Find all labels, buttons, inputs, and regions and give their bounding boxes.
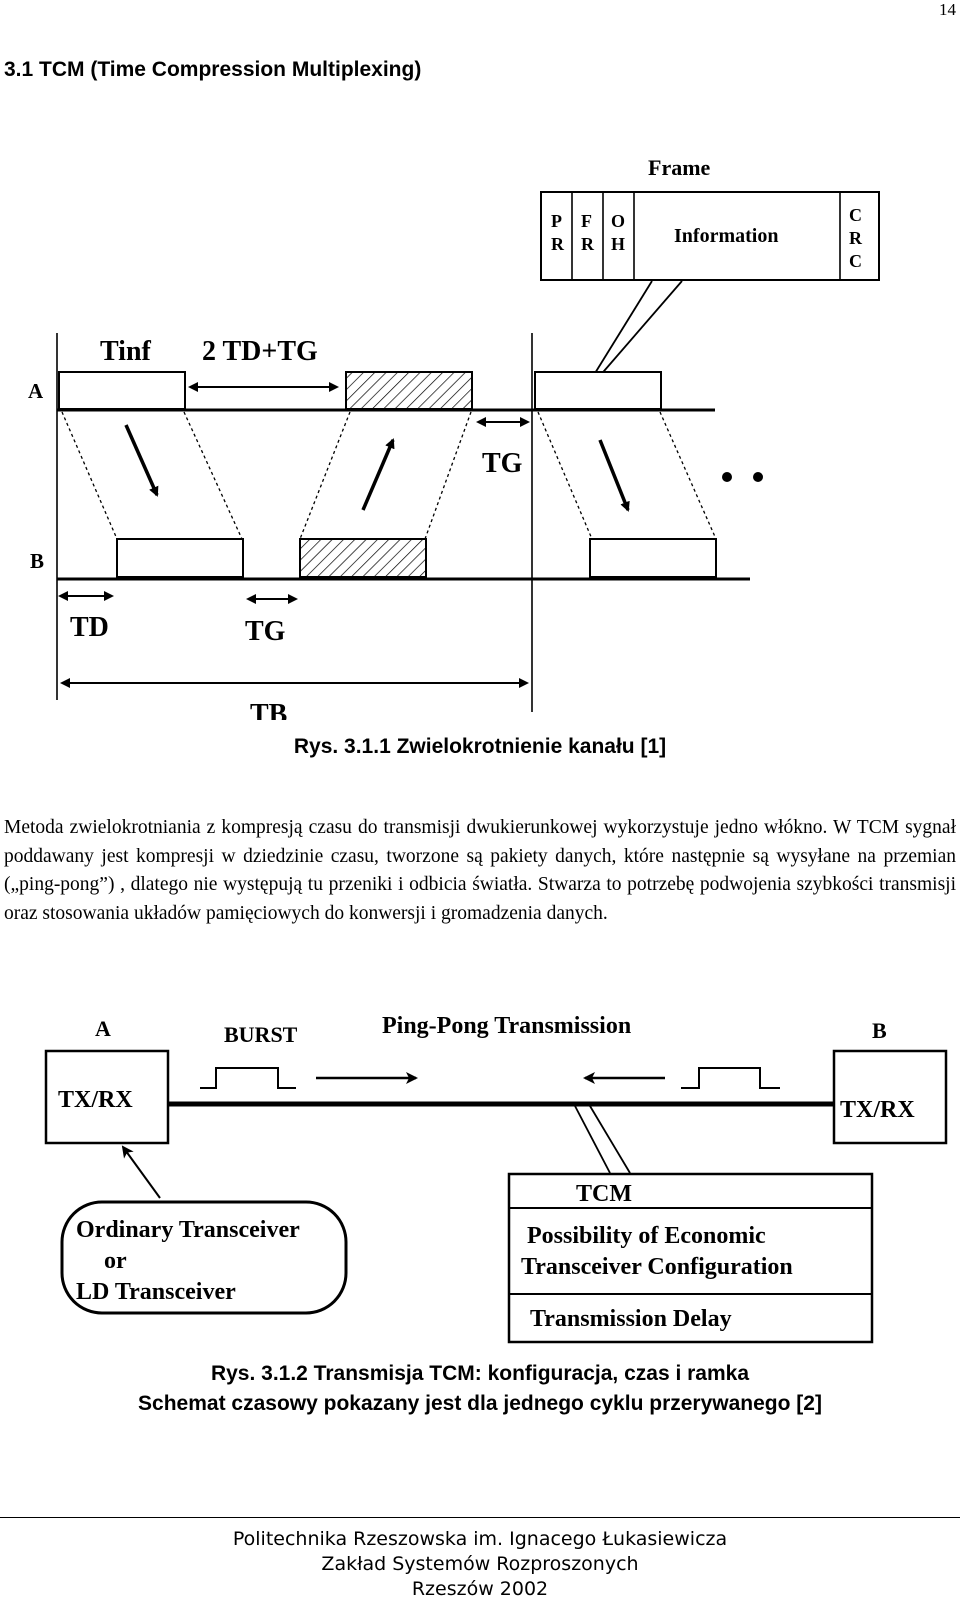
txrx-a-label: TX/RX <box>58 1087 133 1113</box>
frame-oh-line2: H <box>611 234 625 254</box>
tcm-delay: Transmission Delay <box>530 1306 732 1332</box>
txrx-b-box <box>832 1049 948 1145</box>
tcm-title: TCM <box>576 1181 632 1207</box>
transceiver-line3: LD Transceiver <box>76 1279 236 1305</box>
label-tb: TB <box>250 699 287 720</box>
tcm-line2: Transceiver Configuration <box>521 1254 793 1280</box>
burst-b-2-hatched <box>299 538 427 578</box>
direction-arrow-down-1 <box>124 424 159 497</box>
figure2-caption-line1: Rys. 3.1.2 Transmisja TCM: konfiguracja,… <box>210 1362 750 1385</box>
label-tinf: Tinf <box>100 336 152 367</box>
figure2-caption-line2: Schemat czasowy pokazany jest dla jedneg… <box>138 1392 822 1415</box>
label-2td-tg: 2 TD+TG <box>202 336 318 367</box>
frame-oh-line1: O <box>611 211 625 231</box>
direction-arrow-down-2 <box>598 439 630 512</box>
frame-box <box>540 191 880 281</box>
ping-pong-diagram: A B BURST Ping-Pong Transmission TX/RX T… <box>44 1013 948 1344</box>
burst-a-2-hatched <box>345 371 473 410</box>
ping-pong-label: Ping-Pong Transmission <box>382 1013 631 1039</box>
transceiver-line2: or <box>104 1248 127 1274</box>
frame-fr-line1: F <box>581 211 592 231</box>
txrx-b-label: TX/RX <box>840 1097 915 1123</box>
burst-pulse-b <box>681 1067 780 1089</box>
frame-pr-line1: P <box>551 211 562 231</box>
footer-divider <box>0 1517 960 1518</box>
frame-information: Information <box>674 225 778 247</box>
label-tg-bottom: TG <box>245 616 286 647</box>
station-a-label: A <box>28 379 44 403</box>
frame-title: Frame <box>648 155 711 180</box>
footer-line2: Zakład Systemów Rozproszonych <box>321 1553 639 1575</box>
burst-a-1 <box>58 371 186 410</box>
frame-pr-line2: R <box>551 234 565 254</box>
burst-b-3 <box>589 538 717 578</box>
label-td: TD <box>70 612 109 643</box>
footer-line1: Politechnika Rzeszowska im. Ignacego Łuk… <box>232 1528 728 1550</box>
page-number: 14 <box>939 0 956 19</box>
footer-line3: Rzeszów 2002 <box>411 1578 549 1600</box>
burst-b-1 <box>116 538 244 578</box>
station-b-label: B <box>30 549 44 573</box>
frame-crc-r: R <box>849 228 863 248</box>
frame-crc-c2: C <box>849 251 862 271</box>
burst-a-3 <box>534 371 662 410</box>
figure1-caption: Rys. 3.1.1 Zwielokrotnienie kanału [1] <box>293 735 667 758</box>
tcm-line1: Possibility of Economic <box>527 1223 766 1249</box>
burst-pulse-a <box>200 1067 296 1089</box>
station-b: B <box>872 1018 887 1043</box>
tcm-timing-diagram: Frame P R F R O H Information C R C A B <box>28 155 880 720</box>
tcm-box <box>507 1172 874 1344</box>
frame-crc-c1: C <box>849 205 862 225</box>
transceiver-arrow <box>121 1145 161 1199</box>
station-a: A <box>95 1016 111 1041</box>
frame-fr-line2: R <box>581 234 595 254</box>
body-paragraph: Metoda zwielokrotniania z kompresją czas… <box>4 817 956 924</box>
burst-label: BURST <box>224 1022 298 1047</box>
txrx-a-box <box>44 1049 170 1145</box>
label-tg-top: TG <box>482 448 523 479</box>
transceiver-box <box>60 1200 348 1315</box>
direction-arrow-up <box>361 438 395 511</box>
transceiver-line1: Ordinary Transceiver <box>76 1217 300 1243</box>
section-title: 3.1 TCM (Time Compression Multiplexing) <box>4 58 422 81</box>
